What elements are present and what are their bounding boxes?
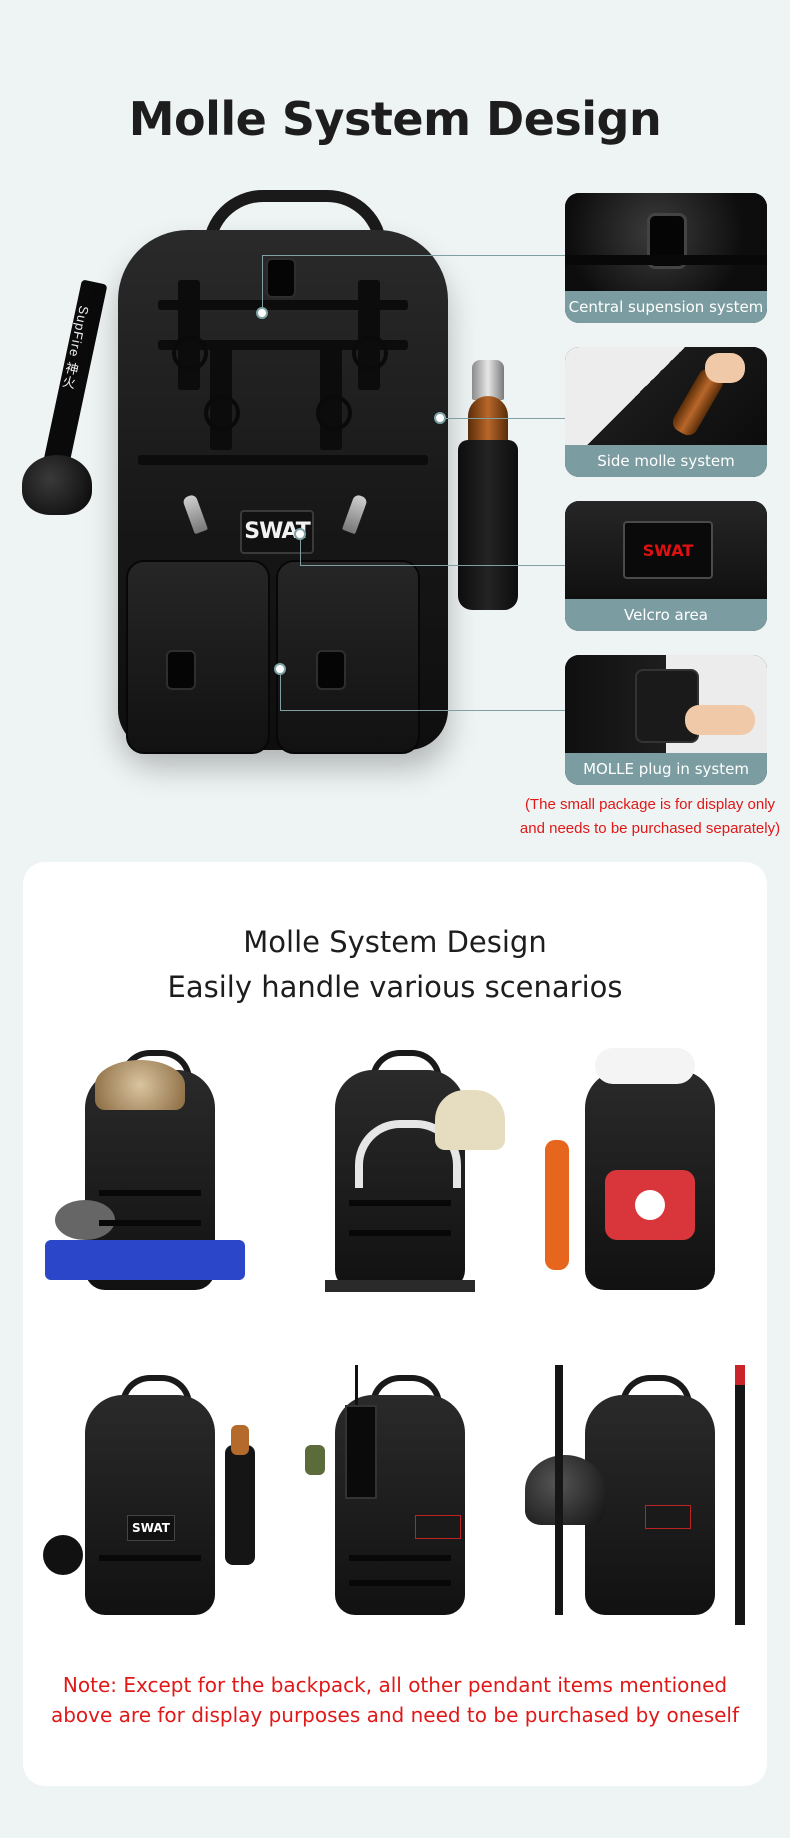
d-ring-icon xyxy=(316,395,352,431)
d-ring-icon xyxy=(352,335,388,371)
umbrella-patch-icon xyxy=(645,1505,691,1529)
baton-icon xyxy=(555,1365,563,1615)
first-aid-cross-icon xyxy=(635,1190,665,1220)
headlamp-icon xyxy=(22,455,92,515)
connector-line xyxy=(300,565,565,566)
front-pouch-left xyxy=(126,560,270,754)
helmet-icon xyxy=(525,1455,605,1525)
pouch-attach-closeup-icon xyxy=(565,655,767,753)
molle-webbing xyxy=(158,340,408,350)
d-ring-icon xyxy=(204,395,240,431)
hat-icon xyxy=(95,1060,185,1110)
bottle-icon xyxy=(225,1445,255,1565)
disclaimer-line-2: and needs to be purchased separately) xyxy=(519,820,781,837)
central-buckle-icon xyxy=(266,258,296,298)
velcro-patch-text: SWAT xyxy=(642,541,694,560)
scene-rescue xyxy=(535,1040,755,1310)
disclaimer-line-1: (The small package is for display only xyxy=(524,796,776,813)
antenna-icon xyxy=(355,1365,358,1405)
connector-line xyxy=(280,670,281,710)
pouch-buckle-icon xyxy=(166,650,196,690)
radio-icon xyxy=(345,1405,377,1499)
front-pouch-right xyxy=(276,560,420,754)
feature-label: Velcro area xyxy=(565,599,767,631)
section-title-line-1: Molle System Design xyxy=(243,925,547,959)
connector-line xyxy=(300,535,301,565)
buckle-closeup-icon xyxy=(565,193,767,291)
tripod-icon xyxy=(325,1280,475,1292)
bottle-holder-closeup-icon xyxy=(565,347,767,445)
pouch-buckle-icon xyxy=(316,650,346,690)
bottle-top xyxy=(468,396,508,446)
scenarios-panel xyxy=(23,862,767,1786)
bottle-top-icon xyxy=(231,1425,249,1455)
water-bottle xyxy=(458,360,518,610)
feature-label: Side molle system xyxy=(565,445,767,477)
feature-card-molle-plug: MOLLE plug in system xyxy=(565,655,767,785)
feature-label: Central supension system xyxy=(565,291,767,323)
note-line-2: above are for display purposes and need … xyxy=(50,1703,740,1727)
swat-patch: SWAT xyxy=(240,510,314,554)
page-title: Molle System Design xyxy=(128,92,662,146)
rifle-tip-icon xyxy=(735,1365,745,1385)
scene-helmet xyxy=(525,1365,755,1635)
swat-patch-closeup-icon: SWAT xyxy=(565,501,767,599)
scene-camping xyxy=(35,1040,255,1310)
hotspot-dot xyxy=(274,663,286,675)
section-title-line-2: Easily handle various scenarios xyxy=(167,970,623,1004)
scene-radio xyxy=(285,1365,505,1635)
feature-card-side-molle: Side molle system xyxy=(565,347,767,477)
main-backpack-image: SupFire 神火 SWAT xyxy=(18,190,558,790)
bottle-sleeve xyxy=(458,440,518,610)
gas-mask-icon xyxy=(595,1048,695,1084)
hotspot-dot xyxy=(434,412,446,424)
rope-icon xyxy=(545,1140,569,1270)
headphones-icon xyxy=(355,1120,461,1188)
connector-line xyxy=(280,710,565,711)
swat-patch-small: SWAT xyxy=(127,1515,175,1541)
feature-card-velcro: SWAT Velcro area xyxy=(565,501,767,631)
feature-label: MOLLE plug in system xyxy=(565,753,767,785)
rifle-icon xyxy=(735,1365,745,1625)
molle-webbing xyxy=(138,455,428,465)
bottle-cap xyxy=(472,360,504,400)
note-line-1: Note: Except for the backpack, all other… xyxy=(62,1673,728,1697)
mat-icon xyxy=(45,1240,245,1280)
section-title: Molle System Design Easily handle variou… xyxy=(0,920,790,1010)
connector-line xyxy=(262,255,565,256)
scene-photography xyxy=(285,1040,505,1310)
headlamp-icon xyxy=(43,1535,83,1575)
connector-line xyxy=(262,255,263,315)
hat-icon xyxy=(435,1090,505,1150)
scene-swat: SWAT xyxy=(35,1365,255,1635)
umbrella-patch-icon xyxy=(415,1515,461,1539)
connector-line xyxy=(440,418,565,419)
feature-card-central-suspension: Central supension system xyxy=(565,193,767,323)
grenade-icon xyxy=(305,1445,325,1475)
hotspot-dot xyxy=(294,528,306,540)
molle-webbing xyxy=(158,300,408,310)
d-ring-icon xyxy=(172,335,208,371)
hotspot-dot xyxy=(256,307,268,319)
purchase-note: Note: Except for the backpack, all other… xyxy=(40,1670,750,1730)
